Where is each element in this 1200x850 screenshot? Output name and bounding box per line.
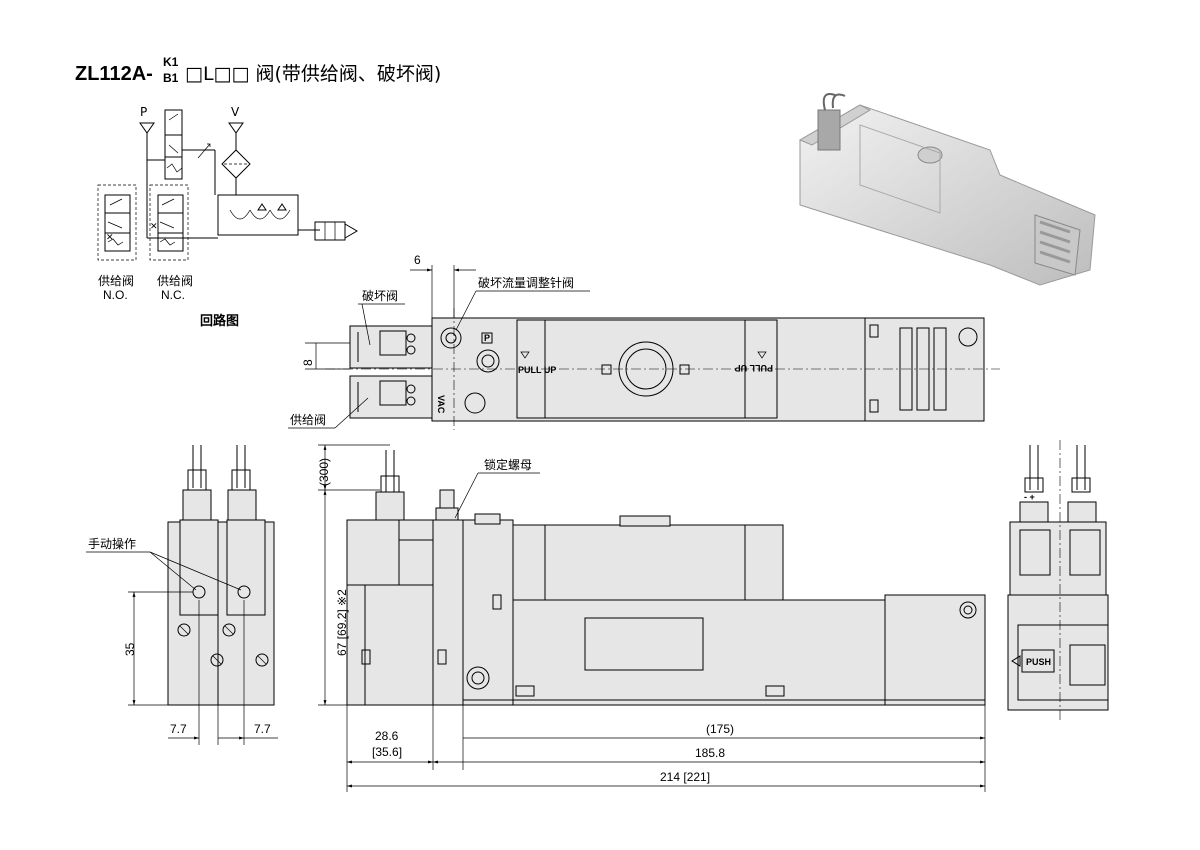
silencer-symbol: [314, 221, 346, 241]
circuit-diagram: P V: [97, 105, 358, 329]
circuit-port-v: V: [231, 105, 240, 119]
needle-valve-knob: [440, 327, 462, 349]
ejector-block: [217, 194, 299, 236]
supply-valve-solenoid: [349, 375, 433, 419]
push-button[interactable]: [1021, 649, 1055, 673]
label-supply-valve: 供给阀: [290, 413, 326, 427]
right-side-view: - + PUSH: [1007, 440, 1109, 720]
minus-plus-mark: - +: [1024, 492, 1035, 502]
front-view: 锁定螺母 (300) 67 [69.2] ※2 (175) 185.8 214 …: [317, 444, 986, 792]
valve-no-symbol: ✕: [97, 184, 137, 261]
dim-300: (300): [317, 458, 331, 486]
label-nc-line2: N.C.: [161, 288, 185, 302]
label-no-line2: N.O.: [103, 288, 128, 302]
svg-text:✕: ✕: [150, 222, 158, 232]
port-v-triangle: [228, 122, 244, 134]
pull-up-left: PULL UP: [518, 365, 556, 375]
photo-solenoid: [817, 109, 841, 151]
svg-text:✕: ✕: [106, 233, 114, 243]
label-nc-line1: 供给阀: [157, 274, 193, 288]
push-label: PUSH: [1026, 657, 1051, 667]
label-lock-nut: 锁定螺母: [484, 457, 532, 472]
top-port-p-mark: P: [484, 333, 490, 343]
circuit-caption: 回路图: [200, 313, 239, 329]
title-sup: K1: [163, 55, 179, 69]
label-needle-valve: 破坏流量调整针阀: [478, 275, 574, 290]
right-top-block: [1009, 521, 1107, 598]
dim-175: (175): [706, 722, 734, 736]
break-valve-solenoid: [349, 325, 433, 369]
dim-6: 6: [414, 253, 421, 267]
label-break-valve: 破坏阀: [362, 288, 398, 303]
dim-35-6: [35.6]: [372, 745, 402, 759]
port-p-triangle: [139, 122, 155, 134]
label-manual-operation: 手动操作: [88, 536, 136, 551]
photo-port: [917, 146, 943, 164]
lock-nut: [439, 489, 455, 509]
title-sub: B1: [163, 71, 179, 85]
page-title: ZL112A- K1 B1 □L□□ 阀(带供给阀、破坏阀): [75, 55, 441, 85]
top-view: P VAC PULL UP PULL UP 6 8 破坏阀 供给阀: [288, 253, 1000, 430]
dim-height: 67 [69.2] ※2: [335, 589, 349, 656]
product-photo: [798, 93, 1096, 286]
title-suffix: □L□□ 阀(带供给阀、破坏阀): [185, 63, 441, 85]
break-valve-symbol-top: [164, 109, 183, 136]
valve-nc-symbol: ✕: [149, 184, 189, 261]
title-model: ZL112A-: [75, 63, 153, 85]
vac-mark: VAC: [436, 395, 446, 414]
left-side-view: 手动操作 35 7.7 7.7: [86, 445, 278, 745]
pull-up-right: PULL UP: [735, 363, 773, 373]
dim-7-7-right: 7.7: [254, 722, 271, 736]
dim-185-8: 185.8: [695, 746, 725, 760]
dim-35: 35: [123, 642, 137, 656]
dim-28-6: 28.6: [375, 729, 399, 743]
label-no-line1: 供给阀: [98, 274, 134, 288]
dim-7-7-left: 7.7: [170, 722, 187, 736]
front-silencer: [884, 594, 986, 706]
dim-214: 214 [221]: [660, 770, 710, 784]
dim-8: 8: [301, 359, 315, 366]
manual-operation-button-right: [237, 585, 251, 599]
circuit-port-p: P: [140, 105, 147, 119]
